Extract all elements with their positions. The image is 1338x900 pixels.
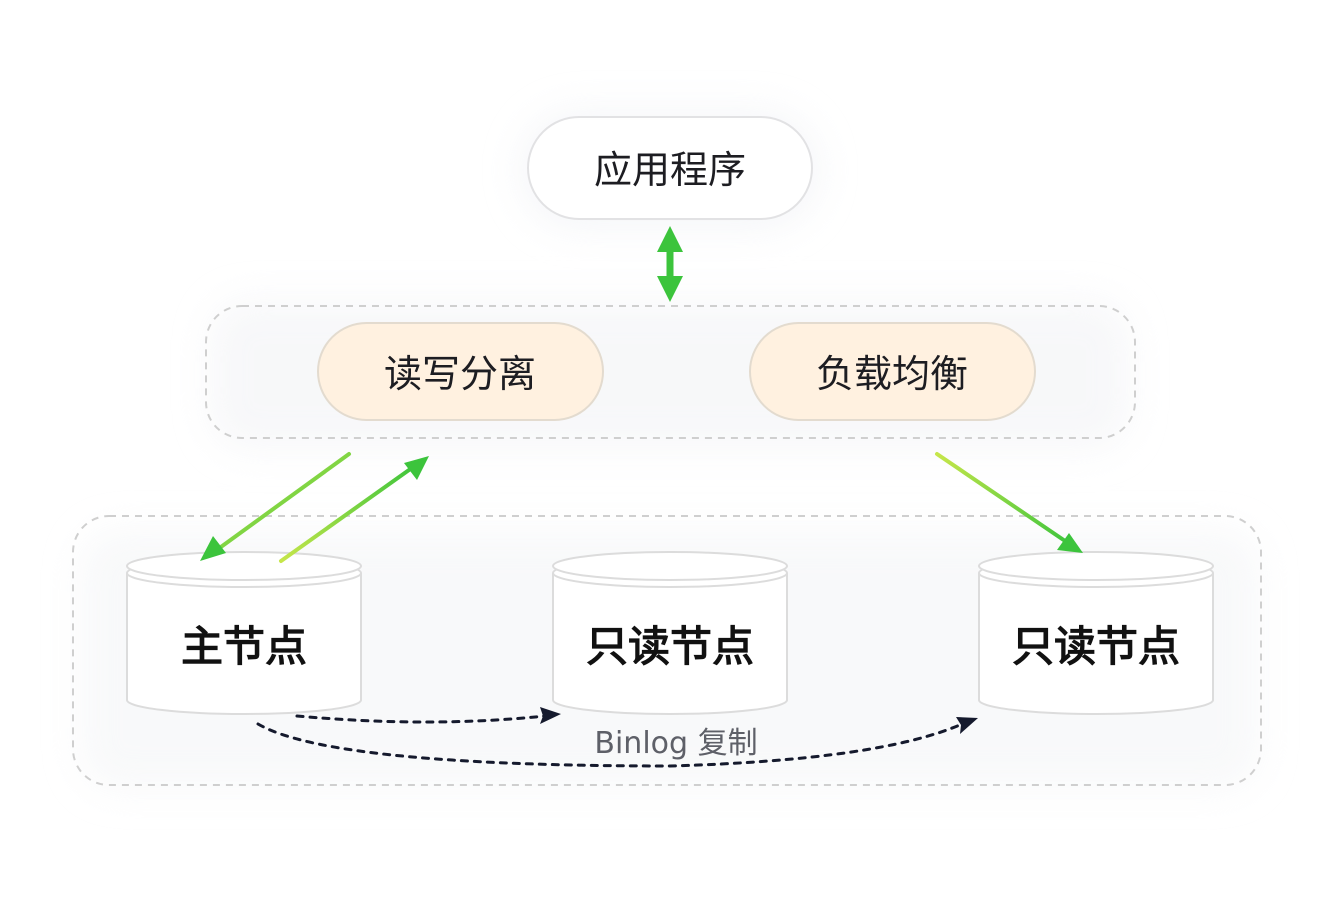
- database-group: [72, 515, 1262, 786]
- middleware-group: [205, 305, 1136, 439]
- load-balance-arrow: [935, 452, 1083, 553]
- replication-arrows: [256, 707, 978, 768]
- app-node[interactable]: 应用程序: [527, 116, 813, 220]
- load-balance-label: 负载均衡: [816, 352, 968, 396]
- load-balance-node[interactable]: 负载均衡: [749, 322, 1036, 421]
- replication-label: Binlog 复制: [594, 726, 757, 761]
- db-node-primary-label: 主节点: [181, 622, 307, 671]
- db-node-replica-2[interactable]: 只读节点: [978, 551, 1214, 715]
- app-middleware-arrow: [657, 226, 683, 302]
- app-node-label: 应用程序: [594, 148, 746, 192]
- db-node-replica-1[interactable]: 只读节点: [552, 551, 788, 715]
- rw-split-node[interactable]: 读写分离: [317, 322, 604, 421]
- rw-split-label: 读写分离: [384, 352, 536, 396]
- db-node-replica-1-label: 只读节点: [586, 622, 754, 671]
- read-return-arrow: [279, 456, 429, 563]
- write-arrow: [200, 452, 351, 561]
- db-node-primary[interactable]: 主节点: [126, 551, 362, 715]
- db-node-replica-2-label: 只读节点: [1012, 622, 1180, 671]
